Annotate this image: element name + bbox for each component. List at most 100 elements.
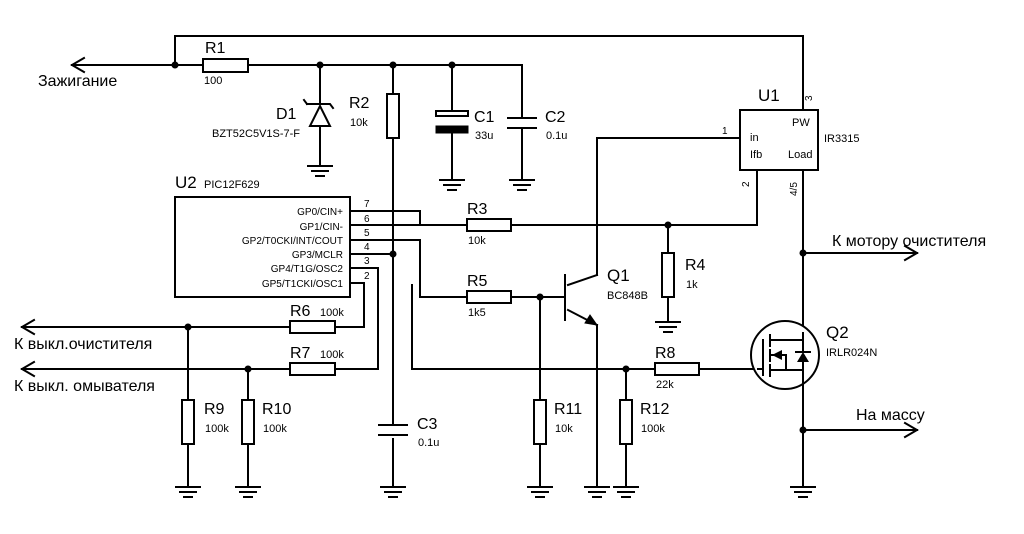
ignition-label: Зажигание <box>38 73 117 90</box>
ic-u1: U1 IR3315 in Ifb PW Load 1 2 3 4/5 <box>722 86 859 196</box>
junction-dots <box>171 61 807 434</box>
ground-icon <box>307 165 333 177</box>
resistor-r4: R4 1k <box>661 252 706 298</box>
svg-text:22k: 22k <box>656 379 674 391</box>
svg-text:0.1u: 0.1u <box>546 130 567 142</box>
ignition-net-flag: Зажигание <box>38 56 117 90</box>
capacitor-c2: C2 0.1u <box>507 109 567 142</box>
svg-text:IRLR024N: IRLR024N <box>826 347 877 359</box>
zener-diode-d1: D1 BZT52C5V1S-7-F <box>212 98 335 140</box>
svg-text:100k: 100k <box>205 423 229 435</box>
ground-symbols <box>175 165 816 498</box>
ground-icon <box>439 179 465 191</box>
svg-text:Ifb: Ifb <box>750 149 762 161</box>
resistor-r5: R5 1k5 <box>466 273 512 319</box>
ground-icon <box>527 486 553 498</box>
svg-text:100: 100 <box>204 75 222 87</box>
ground-icon <box>509 179 535 191</box>
ground-icon <box>790 486 816 498</box>
svg-text:4: 4 <box>364 242 370 253</box>
wiper-switch-net-flag: К выкл.очистителя <box>14 318 152 353</box>
svg-text:R12: R12 <box>640 401 669 418</box>
svg-text:R8: R8 <box>655 345 676 362</box>
ground-icon <box>613 486 639 498</box>
svg-text:GP2/T0CKI/INT/COUT: GP2/T0CKI/INT/COUT <box>242 236 343 247</box>
svg-text:C3: C3 <box>417 416 438 433</box>
svg-text:GP5/T1CKI/OSC1: GP5/T1CKI/OSC1 <box>262 279 344 290</box>
svg-text:PIC12F629: PIC12F629 <box>204 179 260 191</box>
svg-text:5: 5 <box>364 228 370 239</box>
svg-text:4/5: 4/5 <box>789 182 800 196</box>
svg-text:R1: R1 <box>205 40 226 57</box>
svg-text:10k: 10k <box>350 117 368 129</box>
svg-text:100k: 100k <box>263 423 287 435</box>
motor-net-flag: К мотору очистителя <box>832 233 986 262</box>
svg-text:3: 3 <box>364 256 370 267</box>
svg-text:100k: 100k <box>641 423 665 435</box>
svg-text:GP4/T1G/OSC2: GP4/T1G/OSC2 <box>271 264 344 275</box>
svg-text:6: 6 <box>364 214 370 225</box>
wiper-switch-label: К выкл.очистителя <box>14 336 152 353</box>
ground-icon <box>655 321 681 333</box>
svg-text:GP0/CIN+: GP0/CIN+ <box>297 207 343 218</box>
to-motor-label: К мотору очистителя <box>832 233 986 250</box>
resistor-r1: R1 100 <box>202 40 249 87</box>
ground-net-flag: На массу <box>856 407 925 439</box>
resistor-r8: R8 22k <box>654 345 700 391</box>
ic-u2: U2 PIC12F629 GP0/CIN+ GP1/CIN- GP2/T0CKI… <box>174 173 370 298</box>
svg-text:0.1u: 0.1u <box>418 437 439 449</box>
svg-text:in: in <box>750 132 759 144</box>
svg-text:D1: D1 <box>276 106 297 123</box>
ground-icon <box>380 486 406 498</box>
svg-text:10k: 10k <box>555 423 573 435</box>
transistor-q1: Q1 BC848B <box>564 266 648 327</box>
svg-text:BC848B: BC848B <box>607 290 648 302</box>
capacitor-c1: C1 33u <box>435 109 495 142</box>
svg-text:PW: PW <box>792 117 810 129</box>
resistor-r12: R12 100k <box>619 399 669 445</box>
svg-text:100k: 100k <box>320 349 344 361</box>
svg-text:GP1/CIN-: GP1/CIN- <box>300 222 343 233</box>
washer-switch-label: К выкл. омывателя <box>14 378 155 395</box>
resistor-r11: R11 10k <box>533 399 582 445</box>
mosfet-q2: Q2 IRLR024N <box>750 320 877 396</box>
ground-icon <box>584 486 610 498</box>
resistor-r7: R7 100k <box>289 345 344 376</box>
svg-text:R11: R11 <box>554 401 582 418</box>
svg-text:2: 2 <box>364 271 370 282</box>
resistor-r3: R3 10k <box>466 201 512 247</box>
svg-text:C1: C1 <box>474 109 495 126</box>
svg-text:7: 7 <box>364 199 370 210</box>
washer-switch-net-flag: К выкл. омывателя <box>14 360 155 395</box>
svg-text:100k: 100k <box>320 307 344 319</box>
svg-text:3: 3 <box>804 95 815 101</box>
svg-text:1k5: 1k5 <box>468 307 486 319</box>
capacitor-c3: C3 0.1u <box>378 416 439 449</box>
resistor-r2: R2 10k <box>349 93 400 139</box>
svg-text:R10: R10 <box>262 401 291 418</box>
svg-text:10k: 10k <box>468 235 486 247</box>
svg-text:IR3315: IR3315 <box>824 133 859 145</box>
svg-text:U1: U1 <box>758 86 780 105</box>
svg-text:Q2: Q2 <box>826 323 849 342</box>
svg-text:C2: C2 <box>545 109 566 126</box>
resistor-r9: R9 100k <box>181 399 229 445</box>
svg-text:R5: R5 <box>467 273 488 290</box>
to-ground-label: На массу <box>856 407 925 424</box>
svg-text:R9: R9 <box>204 401 225 418</box>
svg-text:R4: R4 <box>685 257 706 274</box>
svg-text:1k: 1k <box>686 279 698 291</box>
svg-text:GP3/MCLR: GP3/MCLR <box>292 250 343 261</box>
svg-text:R3: R3 <box>467 201 488 218</box>
ground-icon <box>235 486 261 498</box>
svg-text:R7: R7 <box>290 345 311 362</box>
ground-icon <box>175 486 201 498</box>
svg-text:Q1: Q1 <box>607 266 630 285</box>
svg-text:R2: R2 <box>349 95 370 112</box>
svg-text:Load: Load <box>788 149 812 161</box>
svg-text:R6: R6 <box>290 303 311 320</box>
svg-text:2: 2 <box>741 181 752 187</box>
svg-text:1: 1 <box>722 126 728 137</box>
resistor-r10: R10 100k <box>241 399 291 445</box>
